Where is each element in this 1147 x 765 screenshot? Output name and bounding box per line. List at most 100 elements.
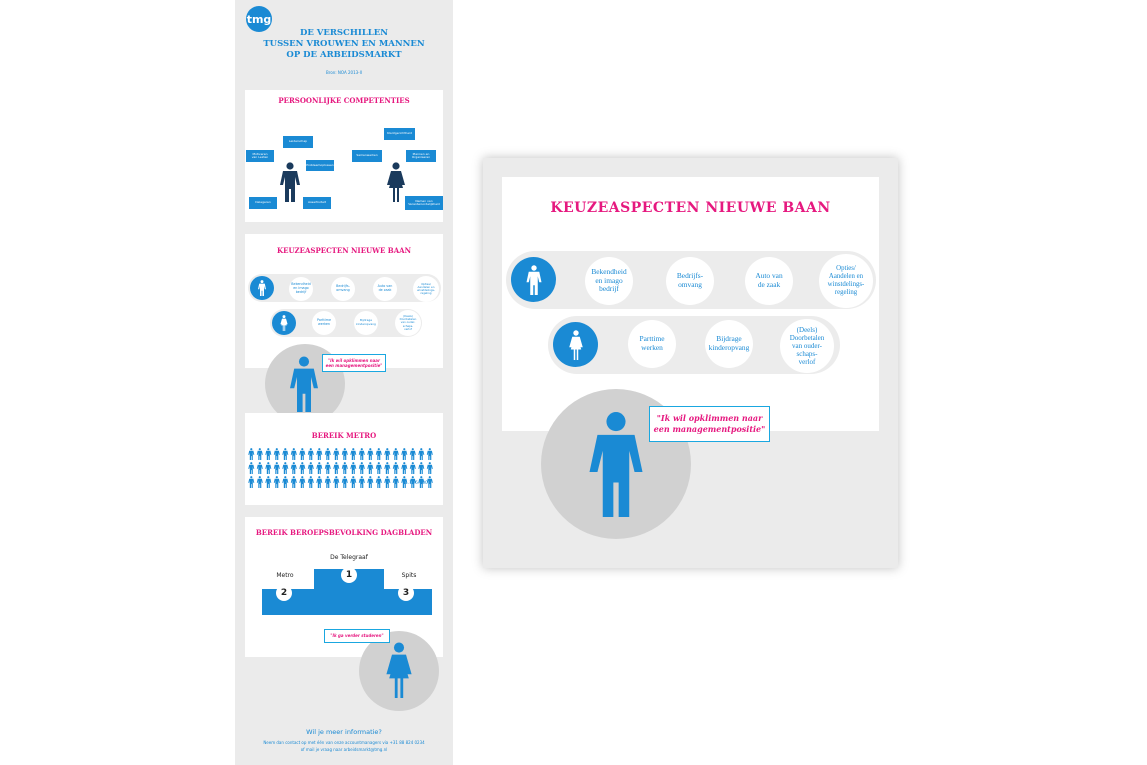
zoom-female-icon [553, 322, 598, 367]
metro-person-icon [256, 448, 263, 460]
female-icon [387, 162, 405, 202]
metro-person-icon [375, 476, 382, 488]
metro-person-icon [290, 448, 297, 460]
metro-person-icon [341, 476, 348, 488]
female-option: (Deels) Doorbetalen van ouder- schaps- v… [395, 310, 421, 336]
metro-person-icon [307, 476, 314, 488]
metro-person-icon [248, 462, 255, 474]
zoom-female-option: Bijdrage kinderopvang [705, 320, 753, 368]
poster-title: DE VERSCHILLEN TUSSEN VROUWEN EN MANNEN … [235, 28, 453, 61]
metro-person-icon [426, 476, 433, 488]
poster-source: Bron: NOA 2013-II [326, 70, 362, 75]
metro-person-icon [418, 448, 425, 460]
metro-person-icon [248, 448, 255, 460]
bubble-male: Delegeren [249, 197, 277, 209]
metro-person-icon [358, 462, 365, 474]
metro-person-icon [350, 476, 357, 488]
metro-person-icon [341, 462, 348, 474]
title-line: OP DE ARBEIDSMARKT [286, 50, 402, 60]
zoom-male-icon-large [589, 412, 643, 517]
metro-person-icon [375, 448, 382, 460]
metro-person-icon [384, 462, 391, 474]
metro-person-icon [426, 448, 433, 460]
male-option: Bekendheid en imago bedrijf [289, 277, 313, 301]
podium-rank-1: 1 [341, 567, 357, 583]
zoom-male-option: Bekendheid en imago bedrijf [585, 257, 633, 305]
metro-person-icon [299, 462, 306, 474]
metro-person-icon [248, 476, 255, 488]
metro-person-icon [341, 448, 348, 460]
metro-person-icon [307, 448, 314, 460]
female-icon-large [386, 642, 412, 698]
metro-person-icon [265, 462, 272, 474]
bubble-male: Assertiviteit [303, 197, 331, 209]
metro-person-icon [358, 476, 365, 488]
metro-person-icon [290, 476, 297, 488]
metro-person-icon [265, 476, 272, 488]
metro-person-icon [256, 462, 263, 474]
metro-person-icon [384, 448, 391, 460]
male-option-icon [250, 276, 274, 300]
bubble-female: Klantgerichtheid [384, 128, 415, 140]
metro-person-icon [350, 448, 357, 460]
metro-person-icon [392, 462, 399, 474]
quote-manager-mini: "Ik wil opklimmen naar een managementpos… [322, 354, 386, 372]
zoom-quote-manager: "Ik wil opklimmen naar een managementpos… [649, 406, 770, 442]
zoom-title: KEUZEASPECTEN NIEUWE BAAN [550, 200, 831, 216]
podium-label-3: Spits [401, 572, 417, 579]
metro-person-icon [273, 448, 280, 460]
metro-person-icon [350, 462, 357, 474]
metro-person-icon [333, 462, 340, 474]
male-option: Bedrijfs- omvang [331, 277, 355, 301]
metro-person-icon [316, 462, 323, 474]
dagbladen-title: BEREIK BEROEPSBEVOLKING DAGBLADEN [255, 528, 433, 537]
footer-line-1: Neem dan contact op met één van onze acc… [263, 740, 425, 745]
title-line: DE VERSCHILLEN [299, 28, 389, 38]
metro-person-icon [299, 448, 306, 460]
metro-person-icon [367, 476, 374, 488]
metro-person-icon [409, 448, 416, 460]
metro-person-icon [384, 476, 391, 488]
metro-person-icon [333, 448, 340, 460]
metro-person-icon [392, 476, 399, 488]
bubble-female: Samenwerken [352, 150, 382, 162]
metro-person-icon [375, 462, 382, 474]
metro-person-icon [409, 476, 416, 488]
female-option-icon [272, 311, 296, 335]
metro-value: 1.156.000 [405, 481, 428, 486]
metro-person-icon [426, 462, 433, 474]
bubble-female: Nemen van Verantwoordelijkheid [405, 196, 443, 210]
competencies-title: PERSOONLIJKE COMPETENTIES [278, 96, 410, 105]
keuze-title-mini: KEUZEASPECTEN NIEUWE BAAN [277, 246, 411, 255]
metro-person-icon [282, 462, 289, 474]
metro-person-icon [324, 476, 331, 488]
bubble-female: Plannen en Organiseren [406, 150, 436, 162]
metro-person-icon [290, 462, 297, 474]
footer-line-2: of mail je vraag naar arbeidsmarkt@tmg.n… [300, 747, 388, 752]
female-option: Parttime werken [312, 311, 336, 335]
metro-person-icon [273, 462, 280, 474]
zoom-male-option: Opties/ Aandelen en winstdelings- regeli… [819, 254, 873, 308]
zoom-male-option: Bedrijfs- omvang [666, 257, 714, 305]
metro-person-icon [265, 448, 272, 460]
bubble-male: Leiderschap [283, 136, 313, 148]
footer-heading: Wil je meer informatie? [306, 728, 382, 736]
tmg-logo: tmg [246, 6, 272, 32]
metro-person-icon [273, 476, 280, 488]
zoom-male-icon [511, 257, 556, 302]
metro-person-icon [307, 462, 314, 474]
female-option: Bijdrage kinderopvang [354, 311, 378, 335]
metro-person-icon [282, 476, 289, 488]
metro-person-icon [333, 476, 340, 488]
bubble-male: Probleemoplossen [306, 160, 334, 171]
metro-figures [248, 448, 433, 488]
metro-person-icon [367, 448, 374, 460]
zoom-female-option: (Deels) Doorbetalen van ouder- schaps- v… [780, 319, 834, 373]
metro-person-icon [401, 476, 408, 488]
podium-rank-3: 3 [398, 585, 414, 601]
metro-person-icon [418, 476, 425, 488]
metro-person-icon [316, 476, 323, 488]
title-line: TUSSEN VROUWEN EN MANNEN [263, 39, 425, 49]
male-icon-large [290, 356, 318, 412]
metro-person-icon [418, 462, 425, 474]
